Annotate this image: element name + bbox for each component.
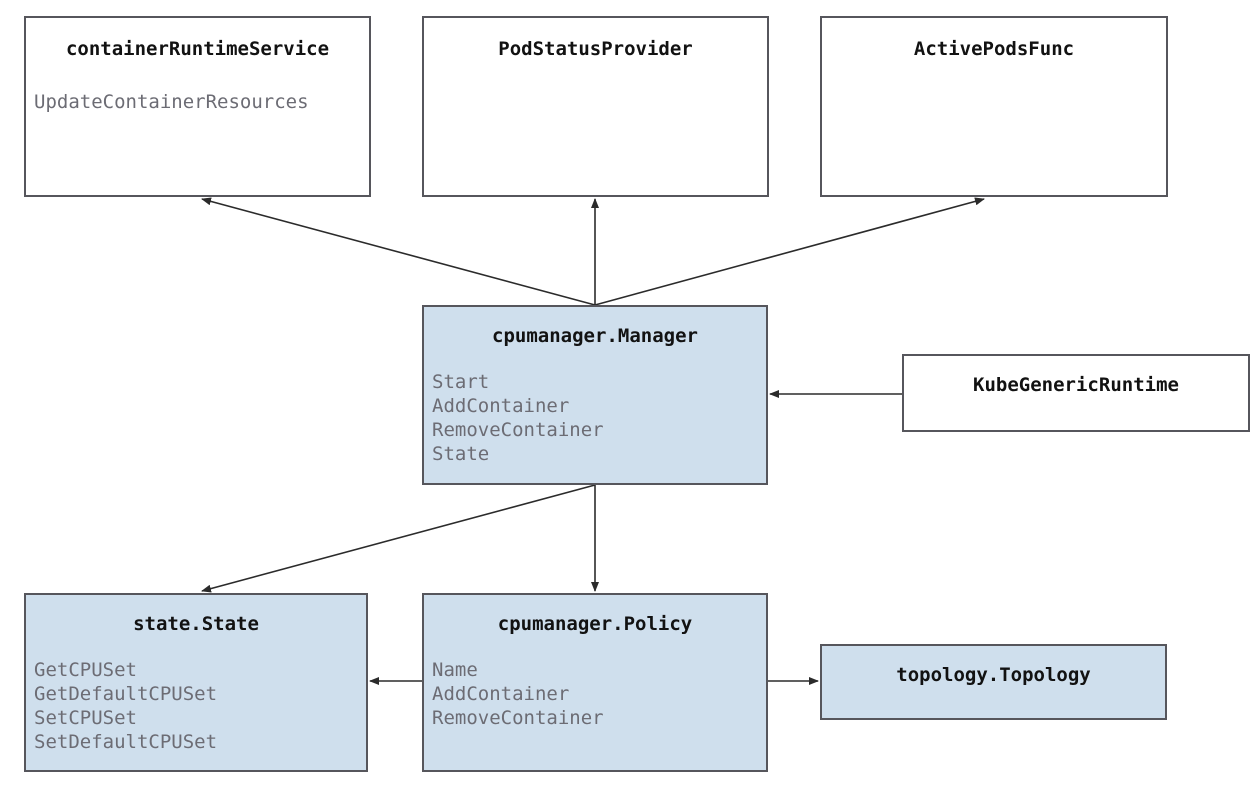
class-node-member: Start (432, 371, 490, 393)
class-node-title: KubeGenericRuntime (973, 374, 1179, 396)
class-node-title: cpumanager.Policy (497, 613, 693, 635)
class-node-activePodsFunc[interactable]: ActivePodsFunc (820, 16, 1168, 197)
edge-manager-to-stateState (201, 484, 596, 593)
class-node-members: UpdateContainerResources (26, 90, 369, 114)
class-node-title: ActivePodsFunc (913, 38, 1075, 60)
class-node-member: UpdateContainerResources (34, 91, 309, 113)
class-node-member: SetDefaultCPUSet (34, 731, 218, 753)
class-node-topologyTopology[interactable]: topology.Topology (820, 644, 1167, 720)
edge-manager-to-containerRuntimeService (201, 197, 596, 306)
class-node-title: state.State (133, 613, 259, 635)
class-node-member: SetCPUSet (34, 707, 137, 729)
class-node-member: GetDefaultCPUSet (34, 683, 218, 705)
class-node-member: RemoveContainer (432, 707, 604, 729)
class-node-kubeGenericRuntime[interactable]: KubeGenericRuntime (902, 354, 1250, 432)
class-node-member: GetCPUSet (34, 659, 137, 681)
class-node-member: State (432, 443, 490, 465)
class-node-title: cpumanager.Manager (492, 325, 698, 347)
class-node-title: topology.Topology (896, 664, 1091, 686)
class-node-member: AddContainer (432, 683, 570, 705)
class-node-member: AddContainer (432, 395, 570, 417)
class-node-title: PodStatusProvider (498, 38, 693, 60)
class-node-podStatusProvider[interactable]: PodStatusProvider (422, 16, 769, 197)
class-node-member: RemoveContainer (432, 419, 604, 441)
class-node-member: Name (432, 659, 478, 681)
class-node-title: containerRuntimeService (65, 38, 330, 60)
edge-manager-to-activePodsFunc (594, 197, 985, 306)
